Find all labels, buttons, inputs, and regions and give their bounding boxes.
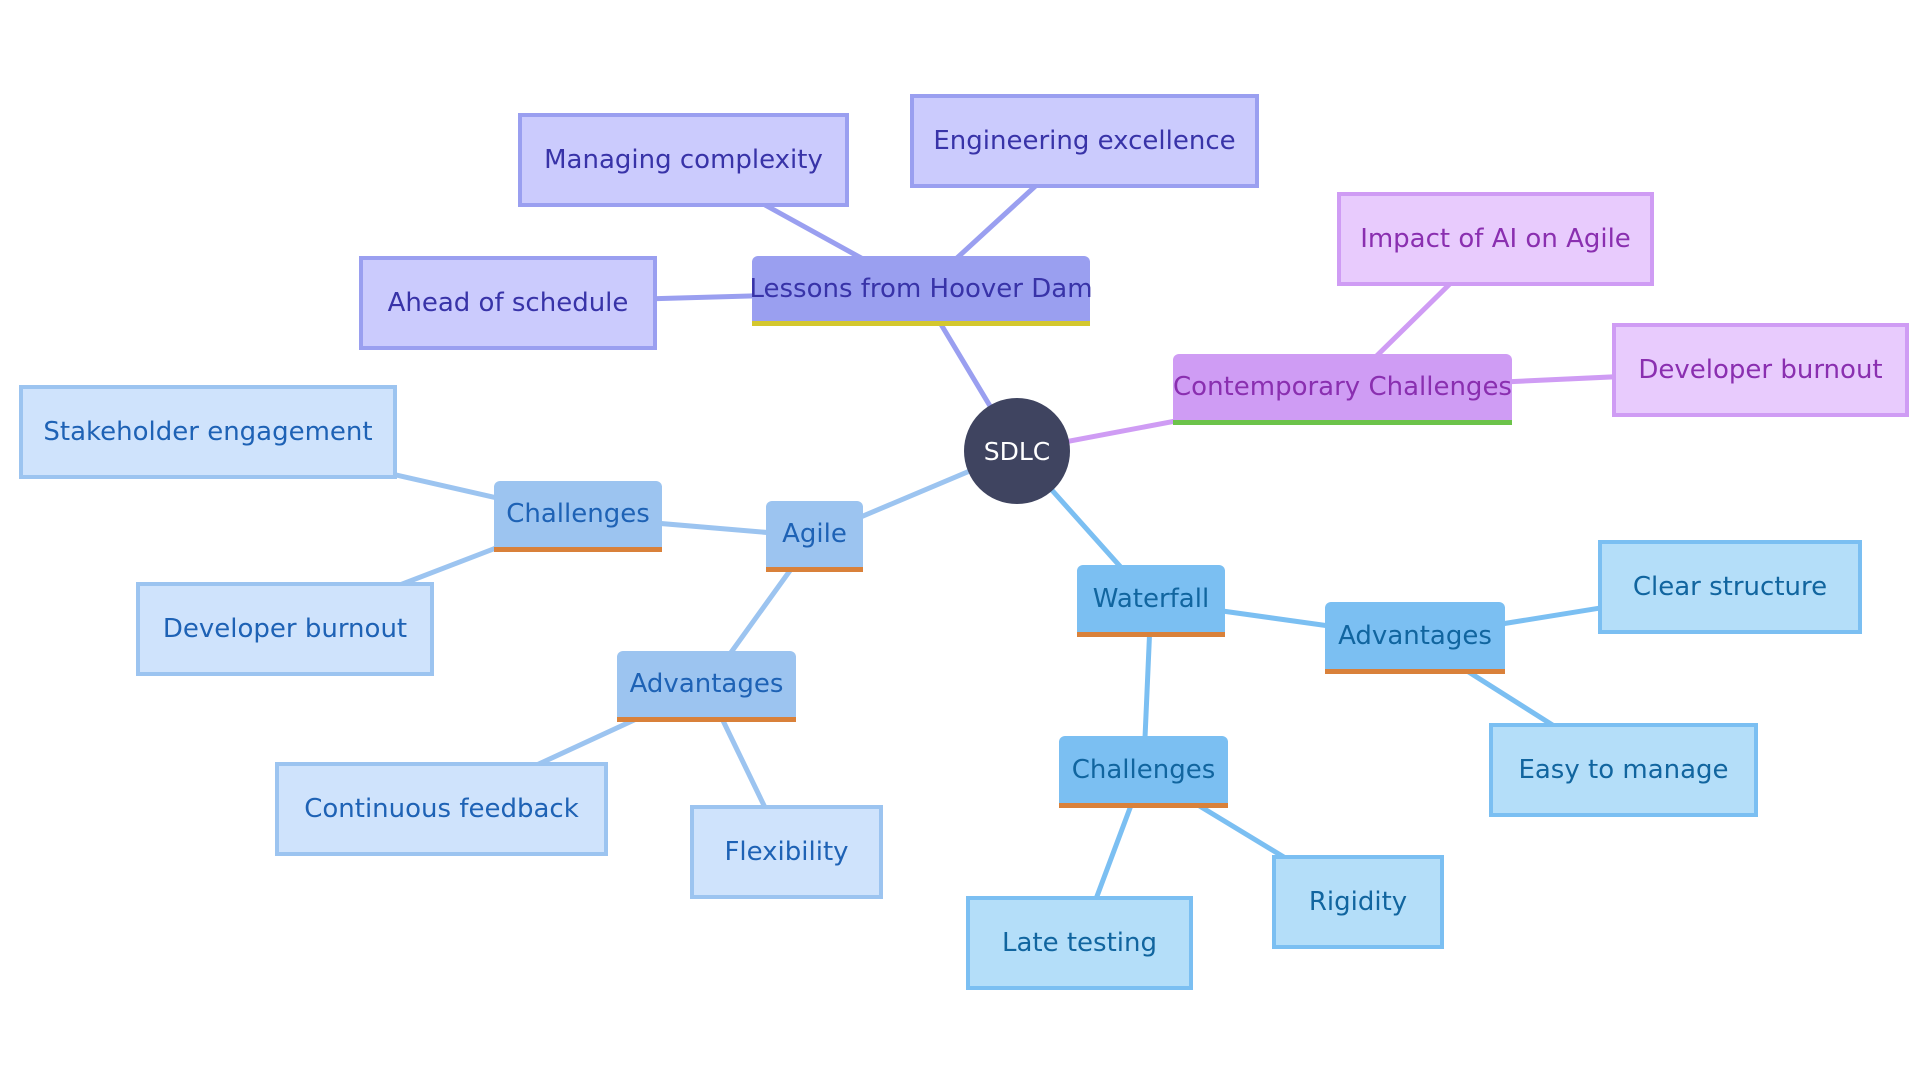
branch-node-agile[interactable]: Agile	[766, 501, 863, 572]
leaf-node-late-testing[interactable]: Late testing	[966, 896, 1193, 990]
branch-node-waterfall[interactable]: Waterfall	[1077, 565, 1225, 637]
leaf-node-continuous-feedback[interactable]: Continuous feedback	[275, 762, 608, 856]
leaf-node-clear-structure[interactable]: Clear structure	[1598, 540, 1862, 634]
branch-node-lessons-from-hoover-dam[interactable]: Lessons from Hoover Dam	[749, 256, 1093, 326]
leaf-node-easy-to-manage[interactable]: Easy to manage	[1489, 723, 1758, 817]
leaf-node-impact-of-ai-on-agile[interactable]: Impact of AI on Agile	[1337, 192, 1654, 286]
leaf-node-flexibility[interactable]: Flexibility	[690, 805, 883, 899]
leaf-node-managing-complexity[interactable]: Managing complexity	[518, 113, 849, 207]
leaf-node-engineering-excellence[interactable]: Engineering excellence	[910, 94, 1259, 188]
sub-node-waterfall-advantages[interactable]: Advantages	[1325, 602, 1505, 674]
sub-node-agile-challenges[interactable]: Challenges	[494, 481, 662, 552]
root-node-sdlc[interactable]: SDLC	[964, 398, 1070, 504]
branch-node-contemporary-challenges[interactable]: Contemporary Challenges	[1173, 354, 1512, 425]
leaf-node-ahead-of-schedule[interactable]: Ahead of schedule	[359, 256, 657, 350]
sub-node-waterfall-challenges[interactable]: Challenges	[1059, 736, 1228, 808]
sub-node-agile-advantages[interactable]: Advantages	[617, 651, 796, 722]
leaf-node-rigidity[interactable]: Rigidity	[1272, 855, 1444, 949]
leaf-node-developer-burnout-contemporary[interactable]: Developer burnout	[1612, 323, 1909, 417]
leaf-node-stakeholder-engagement[interactable]: Stakeholder engagement	[19, 385, 397, 479]
leaf-node-developer-burnout-agile[interactable]: Developer burnout	[136, 582, 434, 676]
